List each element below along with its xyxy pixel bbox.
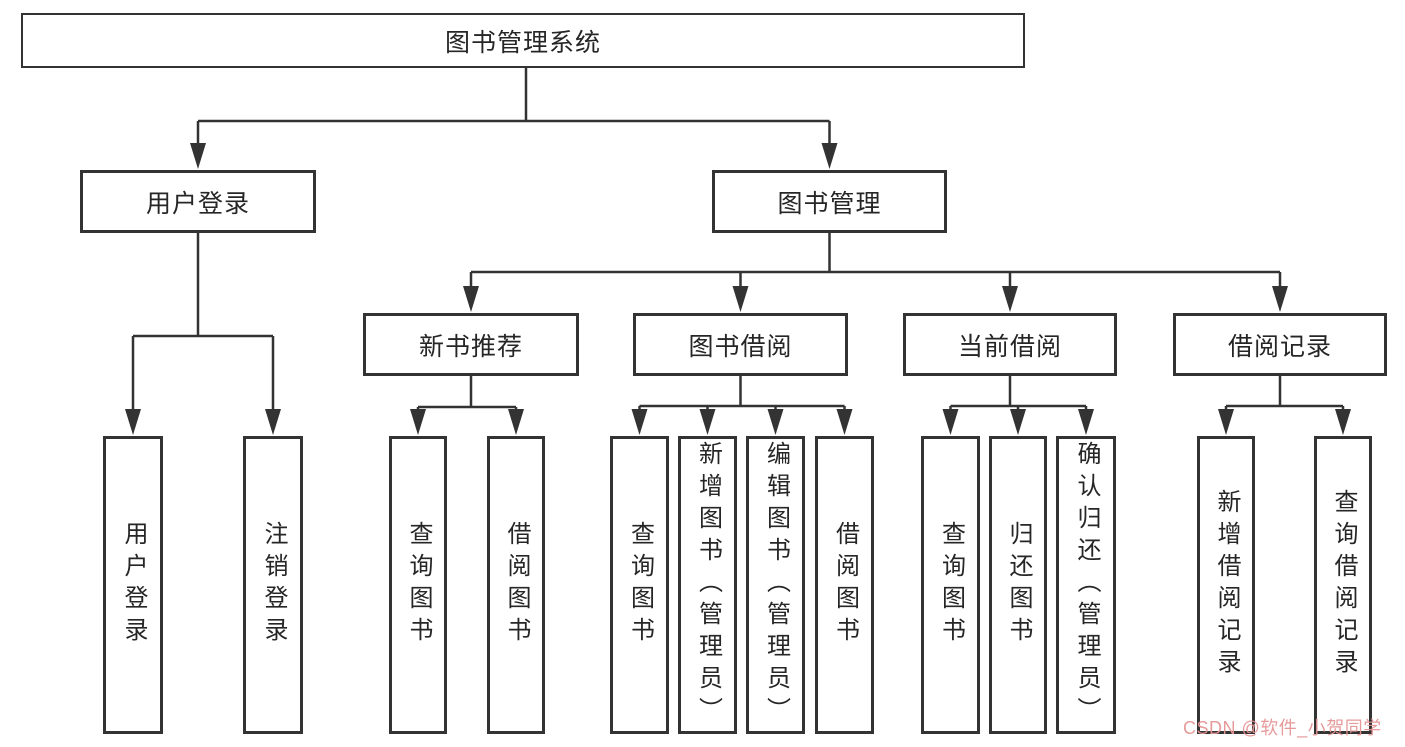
leaf-borrow-query-books-label: 查询图书 [626,521,654,649]
leaf-logout: 注销登录 [243,436,303,734]
leaf-user-login-label: 用户登录 [120,521,147,649]
node-current-borrow-label: 当前借阅 [957,332,1062,361]
node-root-label: 图书管理系统 [444,28,601,57]
node-book-borrow-label: 图书借阅 [688,332,793,361]
leaf-borrow-add-books-label: 新增图书（管理员） [694,441,722,729]
leaf-borrow-query-books: 查询图书 [610,436,669,734]
node-book-management-label: 图书管理 [777,189,882,218]
node-borrow-records: 借阅记录 [1173,313,1387,376]
leaf-borrow-edit-books-label: 编辑图书（管理员） [762,441,790,729]
leaf-current-query-books-label: 查询图书 [937,521,965,649]
leaf-current-confirm-return: 确认归还（管理员） [1056,436,1116,734]
leaf-current-return-books: 归还图书 [989,436,1047,734]
watermark: CSDN @软件_小贺同学 [1183,718,1382,738]
leaf-current-return-books-label: 归还图书 [1005,521,1032,649]
leaf-recommend-query-books-label: 查询图书 [405,521,432,649]
leaf-borrow-borrow-books: 借阅图书 [815,436,874,734]
leaf-records-add-record: 新增借阅记录 [1197,436,1255,734]
leaf-records-add-record-label: 新增借阅记录 [1213,489,1240,681]
leaf-recommend-borrow-books: 借阅图书 [487,436,545,734]
leaf-records-query-record-label: 查询借阅记录 [1330,489,1357,681]
node-borrow-records-label: 借阅记录 [1227,332,1332,361]
leaf-recommend-query-books: 查询图书 [389,436,447,734]
leaf-borrow-add-books: 新增图书（管理员） [678,436,737,734]
leaf-current-confirm-return-label: 确认归还（管理员） [1073,441,1100,729]
leaf-recommend-borrow-books-label: 借阅图书 [503,521,530,649]
node-new-book-recommend-label: 新书推荐 [418,332,523,361]
node-book-borrow: 图书借阅 [633,313,848,376]
node-current-borrow: 当前借阅 [903,313,1117,376]
node-user-login-label: 用户登录 [145,189,250,218]
leaf-borrow-edit-books: 编辑图书（管理员） [746,436,805,734]
leaf-current-query-books: 查询图书 [921,436,980,734]
leaf-logout-label: 注销登录 [260,521,287,649]
node-user-login: 用户登录 [80,170,316,233]
leaf-borrow-borrow-books-label: 借阅图书 [831,521,859,649]
node-book-management: 图书管理 [712,170,947,233]
node-new-book-recommend: 新书推荐 [363,313,579,376]
leaf-user-login: 用户登录 [103,436,163,734]
node-root: 图书管理系统 [21,13,1025,68]
leaf-records-query-record: 查询借阅记录 [1314,436,1372,734]
